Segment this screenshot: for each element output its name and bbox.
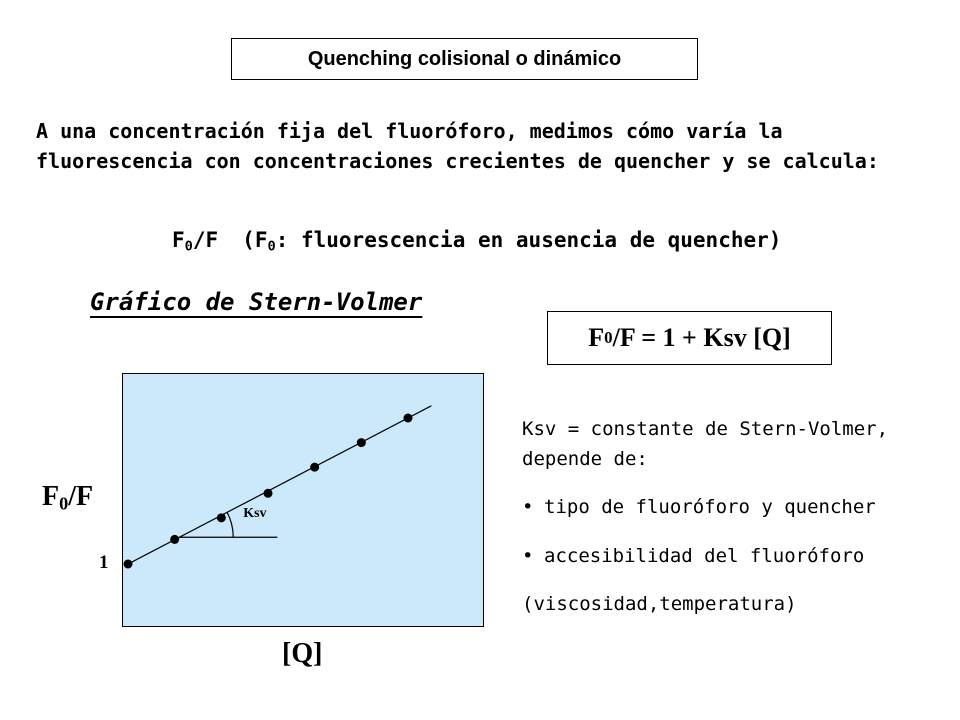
data-point [403, 413, 413, 423]
x-axis-label: [Q] [282, 638, 323, 669]
bullet-text: accesibilidad del fluoróforo [544, 545, 865, 567]
equation-rest: /F = 1 + Ksv [Q] [612, 323, 791, 352]
equation-f: F [588, 323, 605, 352]
bullet-dot-icon: • [522, 496, 534, 518]
y-label-subscript: 0 [59, 493, 69, 514]
factors-note: (viscosidad,temperatura) [522, 593, 797, 615]
ratio-note-open: (F [242, 228, 268, 252]
stern-volmer-plot: Ksv [122, 373, 484, 627]
ratio-note-text: : fluorescencia en ausencia de quencher) [275, 228, 782, 252]
slide-title: Quenching colisional o dinámico [231, 38, 698, 80]
data-point [263, 488, 273, 498]
slope-angle-arc [226, 512, 234, 538]
bullet-text: tipo de fluoróforo y quencher [544, 496, 876, 518]
data-points [123, 413, 413, 569]
y-label-rest: /F [68, 481, 94, 512]
ratio-note-subscript: 0 [267, 238, 276, 255]
ratio-definition: F0/F(F0: fluorescencia en ausencia de qu… [172, 228, 782, 255]
data-point [356, 438, 366, 448]
slope-label: Ksv [243, 506, 266, 521]
intro-paragraph: A una concentración fija del fluoróforo,… [36, 119, 879, 173]
bullet-item: • accesibilidad del fluoróforo [522, 545, 864, 567]
plot-svg: Ksv [123, 405, 432, 569]
graph-heading: Gráfico de Stern-Volmer [90, 288, 423, 316]
y-label-f: F [42, 481, 60, 512]
data-point [170, 534, 180, 544]
y-axis-label: F0/F [42, 481, 93, 513]
ratio-rest: /F [192, 228, 219, 252]
data-point [216, 513, 226, 523]
data-point [310, 462, 320, 472]
ratio-subscript: 0 [184, 238, 193, 255]
ratio-f: F [172, 228, 185, 252]
intercept-label: 1 [99, 552, 109, 573]
slide-title-text: Quenching colisional o dinámico [307, 47, 622, 70]
bullet-item: • tipo de fluoróforo y quencher [522, 496, 876, 518]
bullet-dot-icon: • [522, 545, 534, 567]
ksv-description: Ksv = constante de Stern-Volmer, depende… [522, 418, 889, 470]
data-point [123, 559, 133, 569]
